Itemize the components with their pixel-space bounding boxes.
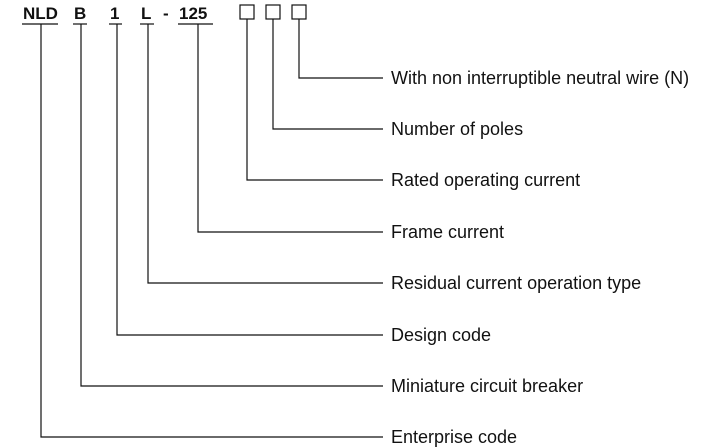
label-neutral-wire: With non interruptible neutral wire (N) xyxy=(391,68,689,88)
leader-poles xyxy=(272,19,383,130)
leader-rated-current xyxy=(246,19,383,181)
leader-frame-current xyxy=(197,24,383,233)
placeholder-box-neutral xyxy=(291,4,307,20)
label-design-code: Design code xyxy=(391,325,491,345)
placeholder-box-rated-current xyxy=(239,4,255,20)
leader-neutral xyxy=(298,19,383,79)
label-frame-current: Frame current xyxy=(391,222,504,242)
label-residual-current-type: Residual current operation type xyxy=(391,273,641,293)
code-enterprise: NLD xyxy=(23,4,58,23)
code-breaker-type: B xyxy=(74,4,86,23)
code-frame-current: 125 xyxy=(179,4,207,23)
leader-breaker xyxy=(80,24,383,387)
label-enterprise-code: Enterprise code xyxy=(391,427,517,447)
code-dash: - xyxy=(163,4,169,23)
code-design: 1 xyxy=(110,4,119,23)
code-residual-type: L xyxy=(141,4,151,23)
label-miniature-circuit-breaker: Miniature circuit breaker xyxy=(391,376,583,396)
leader-residual-type xyxy=(147,24,383,284)
leader-enterprise xyxy=(40,24,383,438)
placeholder-box-poles xyxy=(265,4,281,20)
label-number-of-poles: Number of poles xyxy=(391,119,523,139)
leader-design-code xyxy=(116,24,383,336)
label-rated-operating-current: Rated operating current xyxy=(391,170,580,190)
